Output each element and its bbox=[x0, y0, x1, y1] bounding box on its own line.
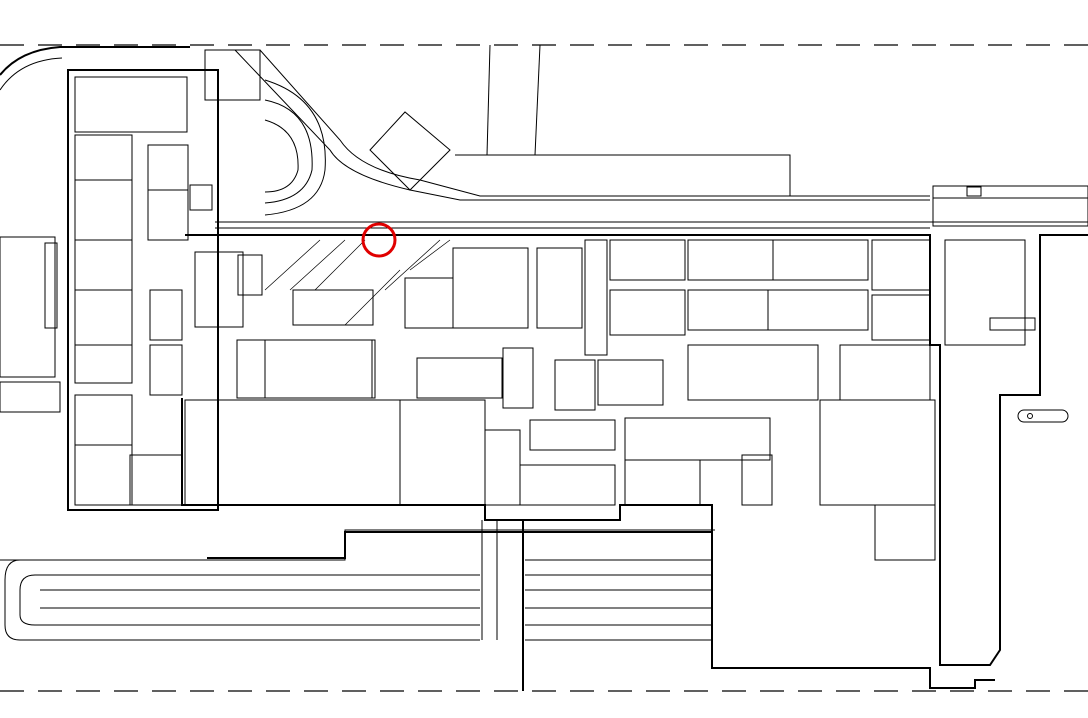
site-boundary bbox=[0, 44, 1088, 692]
building-main bbox=[181, 234, 1088, 689]
access-road bbox=[205, 44, 1088, 229]
marker-highlight bbox=[361, 222, 397, 258]
building-west-wing bbox=[67, 49, 261, 511]
parking-rows bbox=[0, 236, 715, 691]
